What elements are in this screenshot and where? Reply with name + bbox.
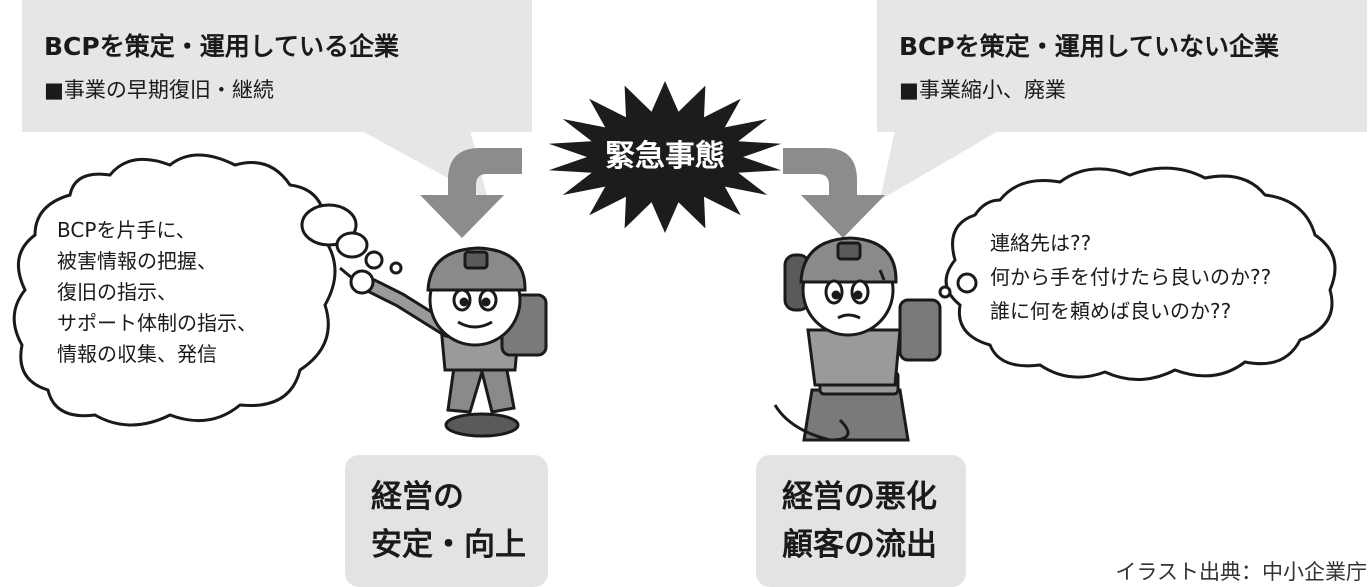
illustration-credit: イラスト出典：中小企業庁 xyxy=(1115,560,1367,584)
thought-cloud-right xyxy=(938,166,1337,382)
result-left-line: 安定・向上 xyxy=(371,527,526,563)
thought-left-line: 復旧の指示、 xyxy=(57,280,177,304)
emergency-label: 緊急事態 xyxy=(605,139,725,174)
callout-left: BCPを策定・運用している企業 ■事業の早期復旧・継続 xyxy=(22,0,532,132)
thought-left-line: サポート体制の指示、 xyxy=(57,311,257,335)
thought-left-line: BCPを片手に、 xyxy=(57,218,196,242)
result-left-line: 経営の xyxy=(371,479,464,515)
callout-right: BCPを策定・運用していない企業 ■事業縮小、廃業 xyxy=(877,0,1367,132)
result-right-line: 顧客の流出 xyxy=(782,527,937,563)
thought-left-line: 情報の収集、発信 xyxy=(57,342,217,366)
thought-left-line: 被害情報の把握、 xyxy=(57,249,217,273)
callout-right-item: ■事業縮小、廃業 xyxy=(899,78,1066,102)
thought-cloud-left xyxy=(12,153,403,427)
explosion-burst-icon xyxy=(548,81,782,233)
thought-right-line: 連絡先は?? xyxy=(990,231,1092,255)
callout-left-title: BCPを策定・運用している企業 xyxy=(44,32,399,61)
callout-right-tail xyxy=(880,130,1000,200)
callout-left-item: ■事業の早期復旧・継続 xyxy=(44,78,274,102)
result-box-right: 経営の悪化 顧客の流出 xyxy=(756,455,966,587)
thought-right-text: 連絡先は?? 何から手を付けたら良いのか?? 誰に何を頼めば良いのか?? xyxy=(990,226,1271,328)
worried-worker-phone-icon xyxy=(773,236,942,442)
thought-right-line: 誰に何を頼めば良いのか?? xyxy=(990,299,1232,323)
curved-arrow-down-icon xyxy=(783,148,885,238)
thought-left-text: BCPを片手に、 被害情報の把握、 復旧の指示、 サポート体制の指示、 情報の収… xyxy=(57,215,257,370)
result-right-line: 経営の悪化 xyxy=(782,479,937,515)
curved-arrow-down-icon xyxy=(420,148,522,238)
callout-right-title: BCPを策定・運用していない企業 xyxy=(899,32,1279,61)
result-box-left: 経営の 安定・向上 xyxy=(345,455,548,587)
thought-right-line: 何から手を付けたら良いのか?? xyxy=(990,265,1272,289)
pointing-worker-icon xyxy=(339,246,548,438)
